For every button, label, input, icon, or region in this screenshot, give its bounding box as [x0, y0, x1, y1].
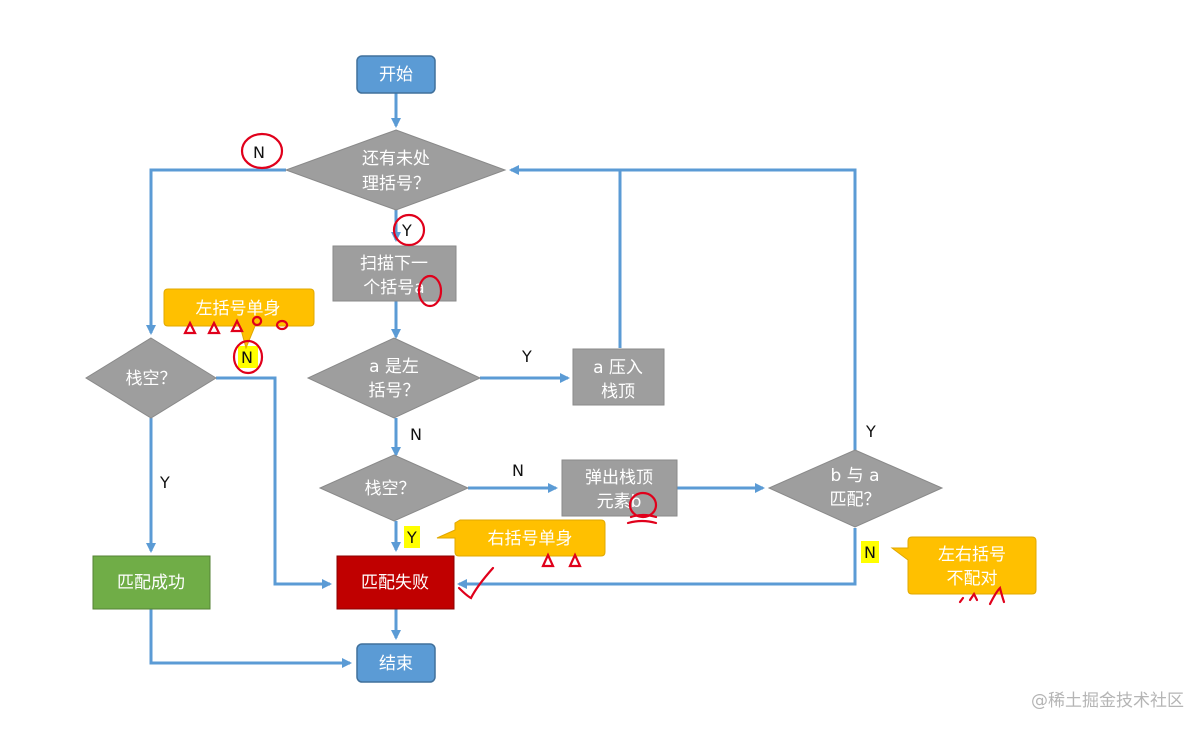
- edge-label-midempty-n: N: [512, 461, 524, 480]
- callout-mismatch-line2: 不配对: [947, 569, 998, 589]
- circle-top-y: [392, 213, 426, 247]
- is-left-decision: a 是左 括号？: [306, 337, 482, 419]
- circle-scan-a: [417, 274, 443, 308]
- circle-top-n: [240, 132, 284, 170]
- end-node: 结束: [356, 643, 436, 683]
- callout-left-single: 左括号单身: [163, 288, 315, 350]
- fail-node: 匹配失败: [336, 555, 455, 610]
- callout-right-single-text: 右括号单身: [488, 529, 573, 549]
- edge-label-midempty-y: Y: [406, 528, 417, 547]
- success-node: 匹配成功: [92, 555, 211, 610]
- stack-empty-mid-label: 栈空？: [365, 479, 416, 499]
- highlight-mid-y: [404, 526, 420, 548]
- match-decision: b 与 a 匹配？: [767, 449, 944, 528]
- callout-mismatch-line1: 左右括号: [938, 545, 1006, 565]
- push-label-line1: a 压入: [593, 358, 643, 378]
- stack-empty-mid-decision: 栈空？: [318, 454, 470, 522]
- fail-label: 匹配失败: [361, 573, 429, 593]
- success-label: 匹配成功: [117, 573, 185, 593]
- has-unprocessed-label-line1: 还有未处: [362, 149, 430, 169]
- edge-label-top-n: N: [253, 143, 265, 162]
- edge-label-match-y: Y: [865, 422, 876, 441]
- edge-check-n-to-leftempty: [146, 168, 286, 335]
- edge-leftempty-n-to-fail: [216, 376, 332, 589]
- highlight-match-n: [861, 541, 879, 563]
- has-unprocessed-label-line2: 理括号？: [362, 174, 430, 194]
- edge-match-y-to-check: [620, 168, 857, 450]
- edge-push-to-check: [509, 165, 622, 348]
- scan-next-process: 扫描下一 个括号a: [332, 245, 457, 302]
- check-mark-fail: [457, 566, 495, 600]
- match-label-line1: b 与 a: [830, 466, 879, 486]
- callout-left-single-text: 左括号单身: [196, 299, 281, 319]
- circle-pop-b: [628, 491, 658, 519]
- watermark: @稀土掘金技术社区: [1031, 691, 1184, 711]
- stack-empty-left-label: 栈空？: [126, 369, 177, 389]
- has-unprocessed-decision: 还有未处 理括号？: [284, 129, 507, 211]
- red-annotations: [183, 132, 1006, 606]
- pop-label-line1: 弹出栈顶: [585, 468, 653, 488]
- callout-right-single: 右括号单身: [436, 519, 606, 557]
- marks-left-single: [183, 315, 289, 335]
- marks-mismatch: [958, 585, 1006, 606]
- callout-mismatch: 左右括号 不配对: [890, 536, 1037, 595]
- edge-match-n-to-fail: [457, 528, 857, 589]
- edge-label-leftempty-n: N: [241, 348, 253, 367]
- scan-next-label-line1: 扫描下一: [360, 254, 428, 274]
- pop-process: 弹出栈顶 元素b: [561, 459, 678, 517]
- match-label-line2: 匹配？: [830, 490, 881, 510]
- stack-empty-left-decision: 栈空？: [85, 337, 217, 419]
- push-process: a 压入 栈顶: [572, 348, 665, 406]
- highlight-left-n: [238, 346, 258, 368]
- edge-label-isleft-y: Y: [521, 347, 532, 366]
- is-left-label-line2: 括号？: [369, 381, 420, 401]
- start-label: 开始: [379, 65, 413, 85]
- circle-left-n: [232, 339, 264, 375]
- edge-label-match-n: N: [864, 543, 876, 562]
- edge-label-leftempty-y: Y: [159, 473, 170, 492]
- start-node: 开始: [356, 55, 436, 94]
- scan-next-label-line2: 个括号a: [363, 278, 424, 298]
- marks-right-single: [541, 552, 582, 568]
- is-left-label-line1: a 是左: [369, 357, 419, 377]
- edge-label-isleft-n: N: [410, 425, 422, 444]
- end-label: 结束: [379, 654, 413, 674]
- underline-pop-b: [626, 513, 658, 525]
- push-label-line2: 栈顶: [601, 382, 635, 402]
- edge-labels: N Y Y N N Y Y N Y N: [159, 143, 879, 563]
- connectors: [146, 93, 857, 668]
- edge-success-to-end: [149, 609, 352, 668]
- edge-label-top-y: Y: [401, 221, 412, 240]
